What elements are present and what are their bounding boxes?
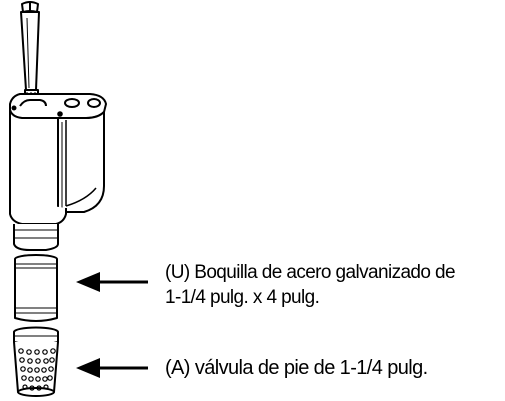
- pump-head-body: [9, 93, 107, 251]
- foot-valve-callout-line1: (A) válvula de pie de 1-1/4 pulg.: [165, 357, 428, 379]
- foot-valve-callout-label: (A) válvula de pie de 1-1/4 pulg.: [165, 356, 428, 381]
- nipple-callout-line2: 1-1/4 pulg. x 4 pulg.: [165, 287, 320, 308]
- strainer-holes: [18, 348, 56, 391]
- nipple-callout-label: (U) Boquilla de acero galvanizado de 1-1…: [165, 260, 456, 310]
- galvanized-nipple: [14, 254, 58, 322]
- pump-handle-rod: [20, 1, 40, 99]
- arrow-to-foot-valve: [76, 358, 148, 378]
- arrow-to-nipple: [76, 272, 148, 292]
- nipple-callout-line1: (U) Boquilla de acero galvanizado de: [165, 262, 456, 283]
